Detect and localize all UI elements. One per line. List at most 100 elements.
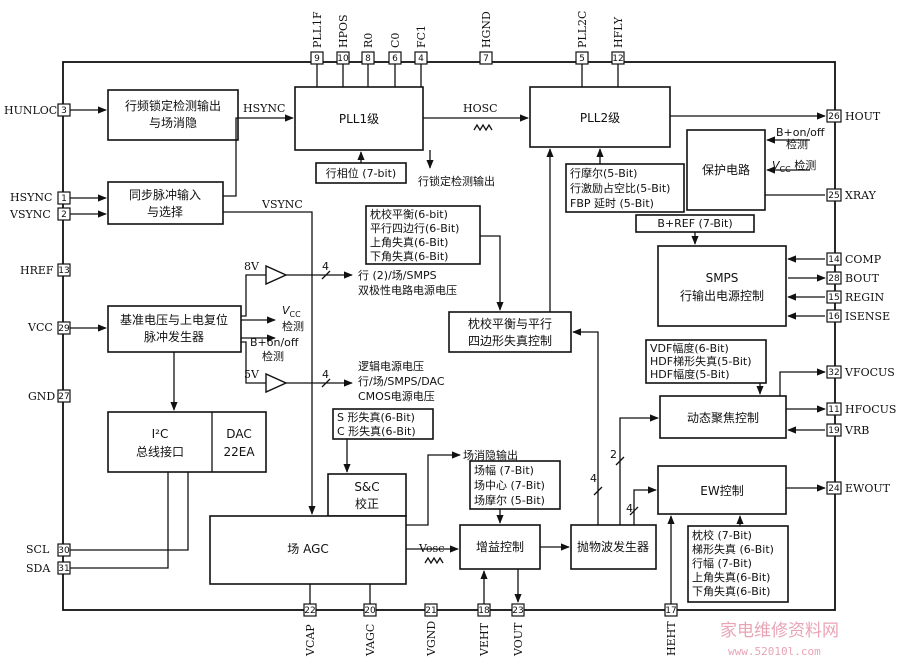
svg-text:C 形失真(6-Bit): C 形失真(6-Bit)	[337, 424, 416, 438]
block-ew-control: EW控制	[657, 465, 787, 515]
svg-text:6: 6	[392, 54, 398, 64]
pin-hgnd: 7 HGND	[479, 11, 493, 65]
svg-text:15: 15	[828, 293, 839, 303]
label-bus-focus: 2	[610, 448, 617, 461]
block-smps: SMPS 行输出电源控制	[657, 245, 787, 327]
svg-text:1: 1	[61, 194, 67, 204]
svg-text:29: 29	[58, 324, 70, 334]
svg-text:B+REF (7-Bit): B+REF (7-Bit)	[657, 217, 732, 230]
buffer-8v	[265, 264, 288, 286]
pin-pll1f: 9 PLL1F	[310, 11, 324, 65]
svg-text:HFLY: HFLY	[612, 16, 625, 48]
svg-text:VEHT: VEHT	[478, 622, 491, 657]
label-bus-ew: 4	[626, 502, 633, 515]
block-parabola-generator: 抛物波发生器	[570, 524, 657, 570]
svg-text:COMP: COMP	[845, 253, 882, 266]
svg-text:PLL2级: PLL2级	[580, 111, 620, 125]
svg-text:抛物波发生器: 抛物波发生器	[577, 539, 649, 554]
param-focus: VDF幅度(6-Bit) HDF梯形失真(5-Bit) HDF幅度(5-Bit)	[645, 339, 767, 384]
svg-text:R0: R0	[362, 33, 375, 48]
label-vosc: Vosc	[418, 542, 444, 555]
svg-text:SMPS: SMPS	[706, 271, 739, 285]
label-hsync-signal: HSYNC	[243, 102, 285, 115]
svg-text:枕校平衡与平行: 枕校平衡与平行	[468, 316, 552, 331]
pin-ewout: 24 EWOUT	[826, 481, 891, 495]
block-pll1: PLL1级	[294, 86, 424, 151]
pin-hfocus: 11 HFOCUS	[826, 402, 896, 416]
svg-text:11: 11	[828, 405, 839, 415]
svg-text:4: 4	[418, 54, 424, 64]
label-bus-gain: 4	[590, 472, 597, 485]
svg-text:与选择: 与选择	[147, 205, 183, 219]
svg-text:行摩尔(5-Bit): 行摩尔(5-Bit)	[570, 166, 637, 180]
block-gain-control: 增益控制	[459, 524, 541, 570]
svg-text:HDF梯形失真(5-Bit): HDF梯形失真(5-Bit)	[650, 354, 752, 368]
label-protect-vcc: VCC 检测	[772, 158, 816, 174]
pin-vsync: 2 VSYNC	[9, 207, 71, 221]
label-supply-5v: 逻辑电源电压 行/场/SMPS/DAC CMOS电源电压	[358, 359, 445, 403]
svg-text:校正: 校正	[355, 496, 379, 511]
svg-text:枕校 (7-Bit): 枕校 (7-Bit)	[692, 528, 752, 542]
svg-text:四边形失真控制: 四边形失真控制	[468, 333, 552, 348]
svg-text:7: 7	[483, 54, 489, 64]
svg-text:13: 13	[58, 266, 69, 276]
block-pll2: PLL2级	[529, 86, 671, 148]
svg-text:HFOCUS: HFOCUS	[845, 403, 896, 416]
pin-regin: 15 REGIN	[826, 290, 884, 304]
pin-vagc: 20 VAGC	[363, 603, 377, 657]
svg-text:23: 23	[512, 606, 523, 616]
svg-text:行激励占空比(5-Bit): 行激励占空比(5-Bit)	[570, 181, 670, 195]
svg-text:HREF: HREF	[20, 264, 54, 277]
svg-text:总线接口: 总线接口	[136, 444, 184, 459]
pin-hpos: 10 HPOS	[336, 14, 350, 65]
svg-text:检测: 检测	[282, 319, 304, 333]
svg-text:行输出电源控制: 行输出电源控制	[680, 288, 764, 303]
label-vblank-output: 场消隐输出	[463, 448, 518, 462]
svg-text:行 (2)/场/SMPS: 行 (2)/场/SMPS	[358, 268, 437, 282]
pin-xray: 25 XRAY	[826, 188, 877, 202]
pin-vfocus: 32 VFOCUS	[826, 365, 895, 379]
block-pincushion: 枕校平衡与平行 四边形失真控制	[448, 311, 572, 353]
svg-text:B+on/off: B+on/off	[250, 336, 299, 349]
label-5v: 5V	[244, 368, 260, 381]
svg-text:FBP 延时 (5-Bit): FBP 延时 (5-Bit)	[570, 197, 654, 210]
label-bus-8v: 4	[322, 260, 329, 273]
pin-vcap: 22 VCAP	[303, 603, 317, 657]
svg-text:C0: C0	[389, 33, 402, 48]
svg-text:19: 19	[828, 426, 840, 436]
svg-text:16: 16	[828, 312, 840, 322]
svg-text:场摩尔 (5-Bit): 场摩尔 (5-Bit)	[474, 493, 545, 507]
svg-text:检测: 检测	[262, 349, 284, 363]
svg-text:30: 30	[58, 546, 70, 556]
svg-text:HEHT: HEHT	[665, 621, 678, 656]
block-hlock-detect: 行频锁定检测输出 与场消隐	[107, 89, 239, 141]
svg-text:25: 25	[828, 191, 839, 201]
block-i2c-dac: I²C 总线接口 DAC 22EA	[107, 411, 267, 473]
pin-hunloc: 3 HUNLOC	[4, 103, 71, 117]
watermark-url: www.52010l.com	[728, 645, 821, 658]
block-sc-correction: S&C 校正	[327, 473, 407, 517]
svg-text:5: 5	[579, 54, 585, 64]
svg-text:场 AGC: 场 AGC	[287, 542, 329, 556]
svg-text:同步脉冲输入: 同步脉冲输入	[129, 187, 201, 202]
svg-text:26: 26	[828, 112, 840, 122]
svg-text:SCL: SCL	[26, 543, 50, 556]
svg-text:VFOCUS: VFOCUS	[844, 366, 895, 379]
svg-text:PLL2C: PLL2C	[576, 11, 589, 48]
param-sc: S 形失真(6-Bit) C 形失真(6-Bit)	[332, 408, 434, 440]
block-reference: 基准电压与上电复位 脉冲发生器	[107, 305, 242, 353]
pin-r0: 8 R0	[361, 33, 375, 65]
svg-text:PLL1级: PLL1级	[339, 112, 379, 126]
param-pll2: 行摩尔(5-Bit) 行激励占空比(5-Bit) FBP 延时 (5-Bit)	[565, 163, 685, 213]
pin-href: 13 HREF	[20, 263, 71, 277]
pin-scl: 30 SCL	[26, 543, 71, 557]
pin-comp: 14 COMP	[826, 252, 882, 266]
param-vertical: 场幅 (7-Bit) 场中心 (7-Bit) 场摩尔 (5-Bit)	[469, 460, 561, 510]
pin-vgnd: 21 VGND	[424, 603, 438, 657]
svg-text:24: 24	[828, 484, 840, 494]
label-protect-bon: B+on/off 检测	[776, 126, 825, 151]
svg-text:VOUT: VOUT	[512, 622, 525, 657]
buffer-5v	[265, 372, 288, 394]
svg-text:HUNLOC: HUNLOC	[4, 104, 57, 117]
